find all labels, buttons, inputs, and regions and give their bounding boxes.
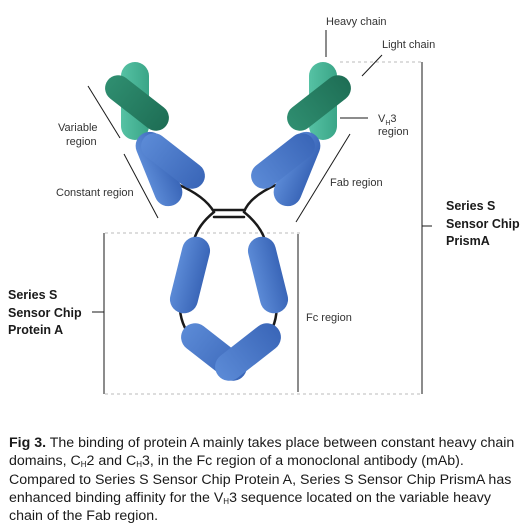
left-fab-arm (105, 62, 205, 207)
dashed-guides (105, 61, 422, 395)
prisma-label-line2: Sensor Chip (446, 217, 520, 231)
variable-region-label-line2: region (66, 136, 97, 148)
figure-number: Fig 3. (9, 435, 47, 451)
protein-a-label-line1: Series S (8, 288, 57, 302)
antibody-diagram: Heavy chain Light chain VH3 region Varia… (8, 16, 520, 395)
prisma-label-line3: PrismA (446, 234, 490, 248)
fc-ch2-right (247, 236, 289, 314)
right-fab-arm (251, 62, 351, 207)
right-light-chain-constant (251, 133, 315, 189)
prisma-label-line1: Series S (446, 199, 495, 213)
protein-a-label-line2: Sensor Chip (8, 306, 82, 320)
fc-region-label: Fc region (306, 312, 352, 324)
vh3-region-label: region (378, 126, 409, 138)
protein-a-label-line3: Protein A (8, 323, 63, 337)
figure-caption: Fig 3. The binding of protein A mainly t… (9, 435, 515, 525)
fab-region-label: Fab region (330, 177, 383, 189)
heavy-chain-label: Heavy chain (326, 16, 387, 28)
left-light-chain-constant (141, 133, 205, 189)
fc-ch2-left (169, 236, 211, 314)
fc-domains (169, 236, 289, 381)
constant-region-label: Constant region (56, 187, 134, 199)
vh3-label: VH3 (378, 113, 397, 127)
fc-ch3-right (215, 323, 281, 381)
variable-region-label-line1: Variable (58, 122, 98, 134)
light-chain-label: Light chain (382, 39, 435, 51)
right-heavy-chain-variable (287, 75, 351, 131)
annotation-lines (87, 30, 432, 394)
left-heavy-chain-variable (105, 75, 169, 131)
